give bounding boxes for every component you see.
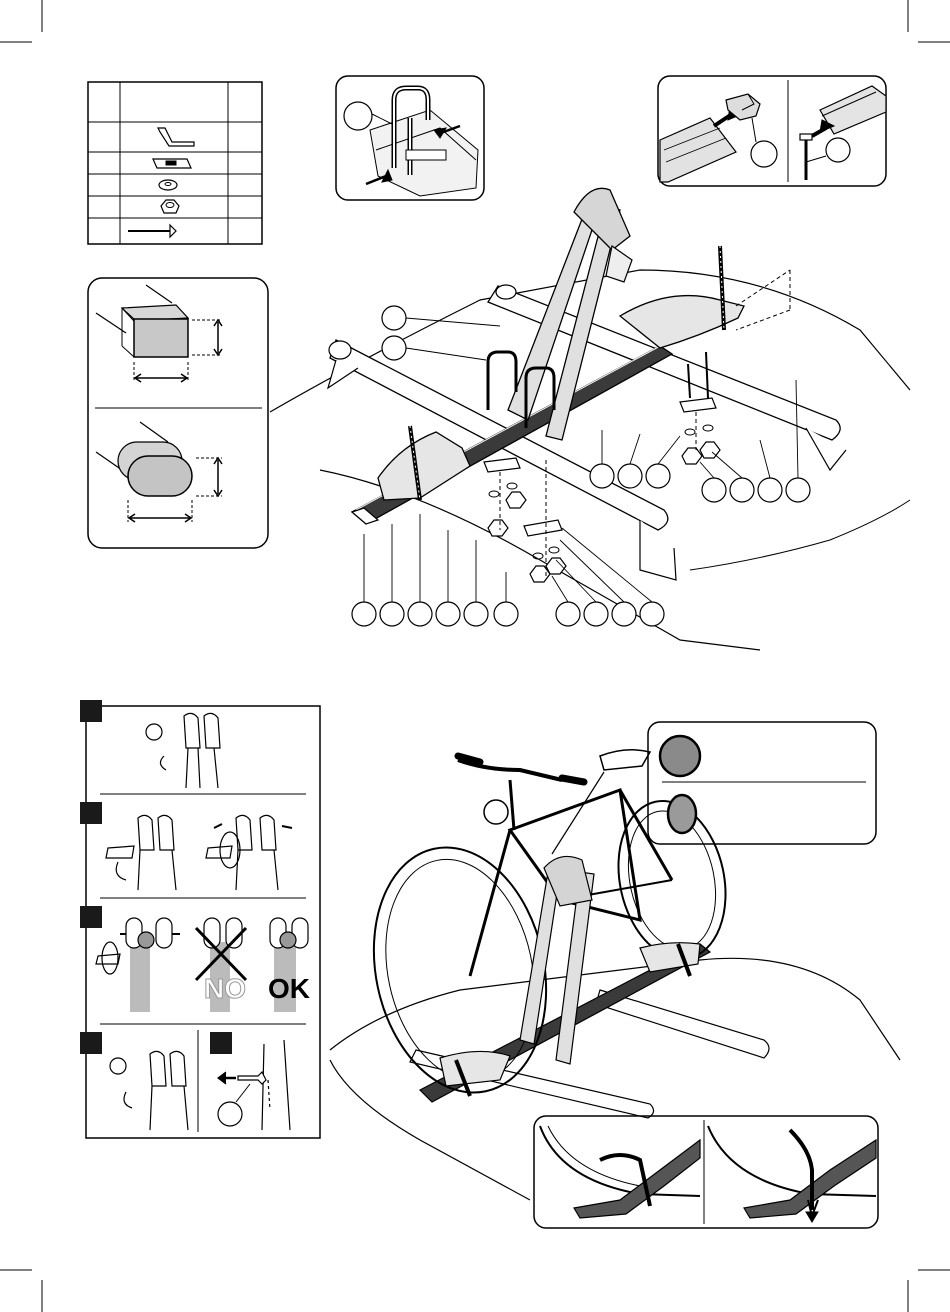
square-bar-profile [96,285,222,382]
no-label: NO [204,973,246,1004]
step-badge [210,1032,232,1054]
color-swatch [660,736,700,776]
detail-u-bolt [336,76,484,200]
u-bolt-icon [158,128,194,146]
key-icon [238,1072,266,1084]
knob-nut-icon [161,200,179,213]
parts-table [88,82,262,244]
step-badge [80,700,102,722]
ok-label: OK [268,973,310,1004]
bar-profiles-panel [88,278,268,548]
unlock-icon [146,724,162,740]
color-swatch [668,795,696,833]
bike-illustration [330,750,900,1200]
step-badge [80,802,102,824]
t-bolt-icon [128,225,176,237]
aero-bar-profile [96,422,222,522]
step-badge [80,906,102,928]
strap-detail-panel [534,1116,878,1228]
callout-circle [344,102,372,130]
step-badge [80,1032,102,1054]
unlock-icon [110,1058,126,1074]
color-legend-panel [648,722,876,844]
step-panel: NO OK [80,700,320,1138]
detail-end-cap [658,76,886,186]
assembly-illustration [270,188,910,650]
